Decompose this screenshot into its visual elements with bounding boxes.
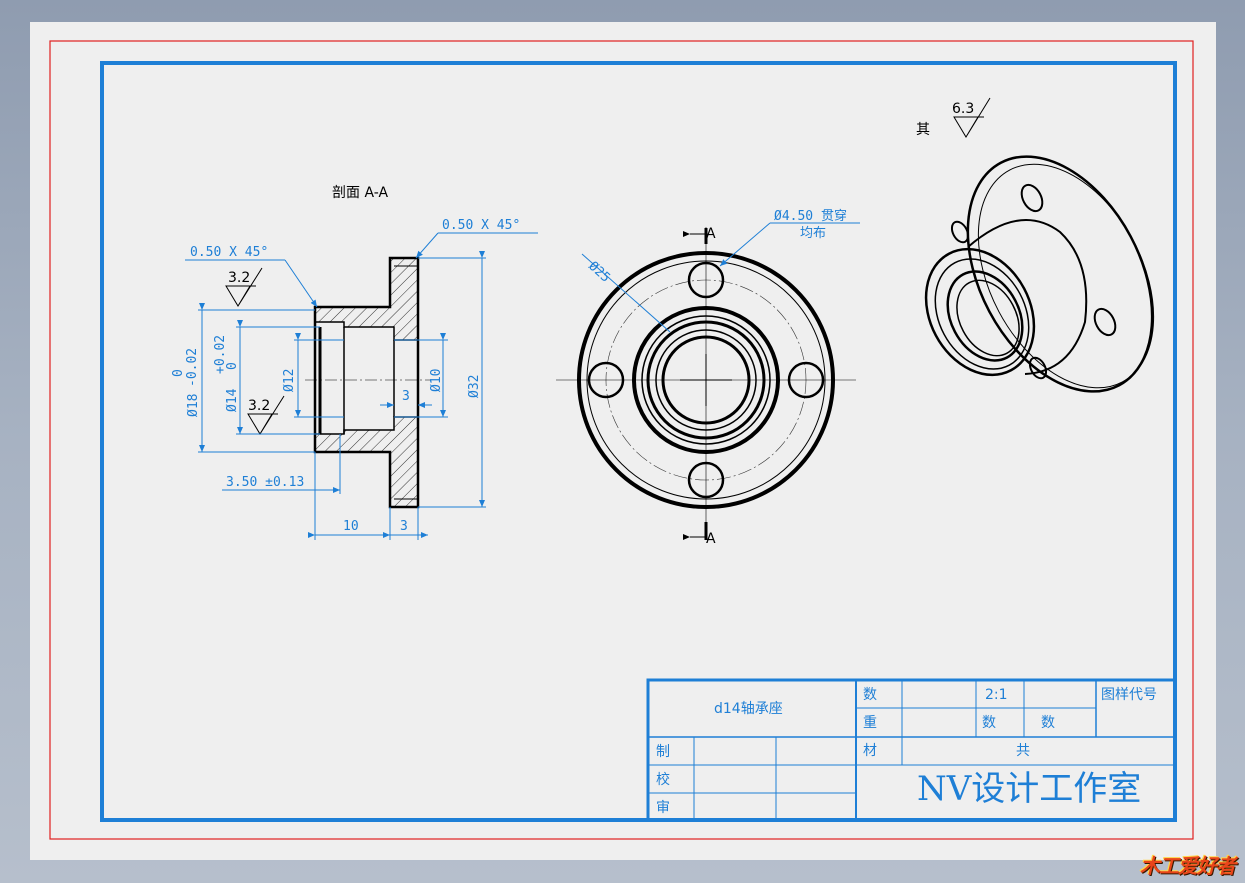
- dim-d14: Ø14 +0.02 0: [213, 320, 320, 435]
- svg-text:校: 校: [656, 771, 670, 788]
- svg-text:0: 0: [171, 369, 186, 377]
- section-view: 剖面 A-A 0.50 X 45° 0.50 X 45° 3.2 3.2: [171, 185, 538, 540]
- outer-red-frame: [49, 40, 1194, 840]
- scale-value: 2:1: [985, 687, 1008, 703]
- dim-d32: Ø32: [418, 251, 486, 508]
- svg-text:3.2: 3.2: [248, 398, 270, 414]
- hole-note-2: 均布: [800, 226, 826, 241]
- svg-text:其: 其: [916, 122, 930, 138]
- chamfer-left-text: 0.50 X 45°: [190, 245, 268, 260]
- svg-text:3.2: 3.2: [228, 270, 250, 286]
- svg-text:材: 材: [863, 743, 877, 759]
- svg-text:0: 0: [225, 362, 240, 370]
- svg-text:数: 数: [863, 687, 877, 703]
- svg-text:3: 3: [402, 389, 410, 404]
- part-name: d14轴承座: [714, 701, 783, 717]
- svg-text:审: 审: [656, 800, 670, 816]
- svg-text:Ø12: Ø12: [282, 369, 297, 392]
- svg-text:3: 3: [400, 519, 408, 534]
- svg-text:+0.02: +0.02: [213, 335, 228, 374]
- svg-text:Ø32: Ø32: [467, 375, 482, 398]
- section-marker-top: A: [683, 226, 716, 244]
- hole-note-1: Ø4.50 贯穿: [774, 208, 847, 224]
- dim-d18: Ø18 0 -0.02: [171, 303, 315, 453]
- svg-text:重: 重: [863, 715, 877, 731]
- svg-text:数: 数: [982, 715, 996, 731]
- svg-text:A: A: [706, 226, 716, 242]
- svg-text:图样代号: 图样代号: [1101, 687, 1157, 703]
- dim-depth: 3.50 ±0.13: [222, 434, 341, 494]
- drawing-sheet: 剖面 A-A 0.50 X 45° 0.50 X 45° 3.2 3.2: [30, 22, 1216, 860]
- front-view: A A Ø25 Ø4.50 贯穿 均布: [556, 208, 860, 547]
- other-finish-note: 其 6.3: [916, 97, 991, 138]
- dim-len-3: 3: [390, 507, 428, 540]
- svg-text:6.3: 6.3: [952, 101, 974, 117]
- technical-drawing: 剖面 A-A 0.50 X 45° 0.50 X 45° 3.2 3.2: [49, 40, 1194, 840]
- title-block: d14轴承座 数 重 材 2:1 数 数 图样代号 共 制 校 审 NV设计工作…: [646, 678, 1177, 822]
- svg-text:10: 10: [343, 519, 359, 534]
- dim-d12: Ø12: [282, 333, 344, 418]
- svg-text:制: 制: [656, 744, 670, 760]
- svg-text:Ø25: Ø25: [585, 259, 612, 286]
- svg-text:A: A: [706, 531, 716, 547]
- svg-text:Ø18: Ø18: [186, 394, 201, 417]
- chamfer-right-arrow: [415, 232, 439, 259]
- dim-d10: Ø10: [394, 333, 448, 418]
- dim-len-10: 10: [308, 452, 391, 540]
- svg-text:共: 共: [1016, 743, 1030, 759]
- section-label: 剖面 A-A: [332, 185, 388, 201]
- svg-text:-0.02: -0.02: [185, 348, 200, 387]
- svg-text:Ø10: Ø10: [429, 369, 444, 392]
- surface-finish-symbol-1: 3.2: [225, 267, 263, 307]
- section-marker-bottom: A: [683, 522, 716, 547]
- svg-text:Ø14: Ø14: [225, 388, 240, 412]
- company-name: NV设计工作室: [917, 769, 1141, 809]
- inner-blue-frame: [100, 61, 1177, 822]
- section-hatch-bottom: [314, 416, 419, 508]
- dim-inner-3: 3: [380, 389, 432, 408]
- site-watermark-logo: 木工爱好者: [1140, 854, 1236, 878]
- chamfer-right-text: 0.50 X 45°: [442, 218, 520, 233]
- chamfer-left-arrow: [284, 259, 318, 308]
- svg-text:3.50 ±0.13: 3.50 ±0.13: [226, 475, 304, 490]
- svg-text:数: 数: [1041, 715, 1055, 731]
- section-hatch-top: [314, 257, 419, 341]
- isometric-view: 其 6.3: [916, 97, 1155, 393]
- surface-finish-symbol-2: 3.2: [247, 395, 285, 435]
